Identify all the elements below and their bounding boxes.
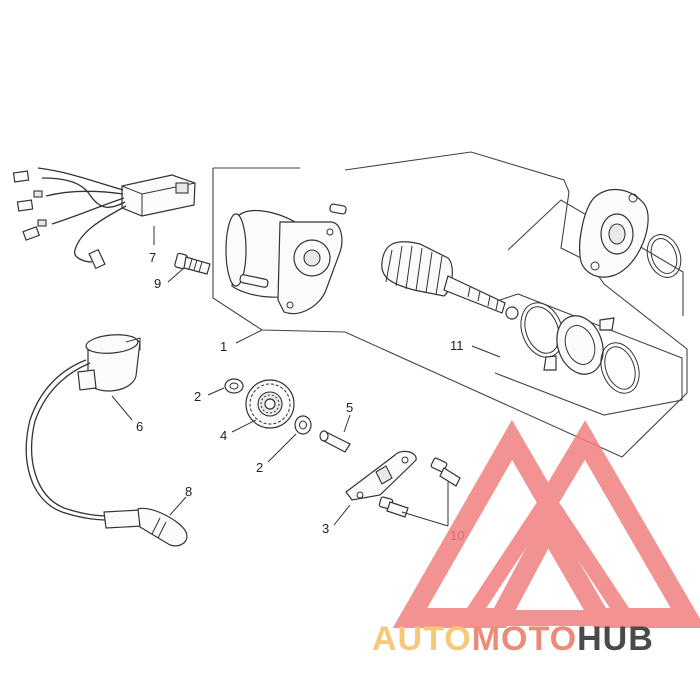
spark-plug-lead — [25, 359, 188, 547]
starter-gear — [245, 379, 295, 429]
callout-6: 6 — [136, 419, 143, 434]
watermark-text-hub: HUB — [577, 620, 654, 658]
callout-2-upper: 2 — [194, 389, 201, 404]
mounting-bracket — [345, 450, 417, 501]
watermark-triangle-mark — [392, 419, 700, 628]
callout-7: 7 — [149, 250, 156, 265]
seal-kit-11 — [520, 302, 640, 394]
watermark-text: AUTOMOTOHUB — [372, 620, 654, 658]
callout-5: 5 — [346, 400, 353, 415]
callout-2-lower: 2 — [256, 460, 263, 475]
callout-11: 11 — [450, 338, 464, 353]
bolt-10-upper — [430, 457, 461, 487]
washer-2-lower — [294, 415, 312, 435]
cdi-unit — [12, 167, 196, 270]
watermark-logo — [392, 419, 700, 628]
callout-9: 9 — [154, 276, 161, 291]
bolt-10-lower — [378, 496, 409, 518]
starter-motor — [225, 203, 347, 315]
callout-3: 3 — [322, 521, 329, 536]
leader-lines — [111, 226, 501, 527]
callout-8: 8 — [185, 484, 192, 499]
watermark-text-moto: MOTO — [472, 620, 577, 658]
seal-group-outline — [494, 293, 683, 416]
shaft-pin-5 — [319, 430, 351, 453]
o-ring-top — [646, 234, 682, 278]
ignition-coil — [77, 334, 141, 392]
bolt-9 — [174, 252, 211, 275]
watermark-text-auto: AUTO — [372, 620, 472, 658]
callout-1: 1 — [220, 339, 227, 354]
starter-motor-assembly-outline — [212, 151, 688, 458]
callout-4: 4 — [220, 428, 227, 443]
starter-armature — [381, 241, 519, 320]
washer-2-upper — [224, 378, 244, 394]
svg-text:AUTOMOTOHUB: AUTOMOTOHUB — [372, 620, 654, 658]
watermark-inner-triangle — [455, 485, 641, 626]
starter-end-cover — [579, 188, 649, 278]
